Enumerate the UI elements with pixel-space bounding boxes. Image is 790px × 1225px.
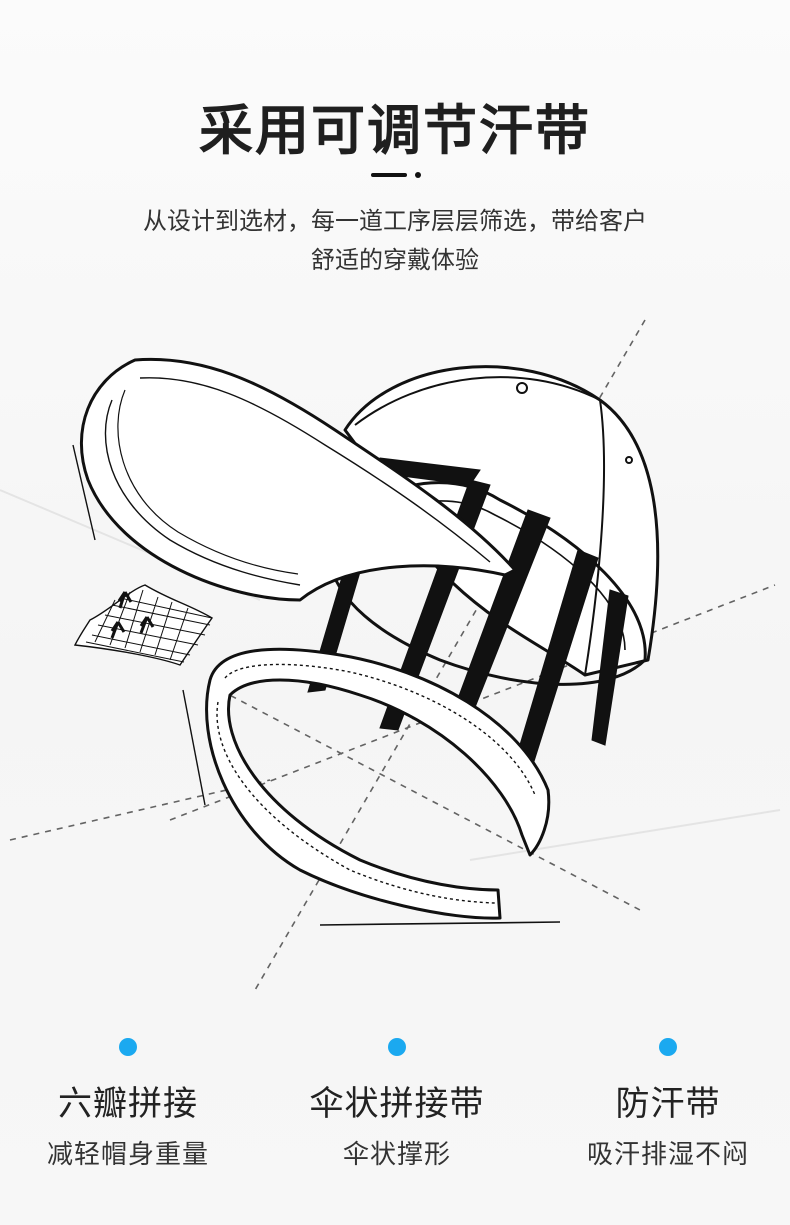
umbrella-straps: [307, 457, 629, 791]
brim-outline: [79, 357, 517, 602]
crown-seam: [354, 376, 601, 426]
crown-seam: [584, 399, 606, 676]
guide-line-vertical: [254, 319, 646, 991]
feature-umbrella-strap: 伞状拼接带 伞状撑形: [277, 1030, 517, 1200]
feature-title: 六瓣拼接: [58, 1084, 198, 1124]
feature-dot: [388, 1038, 406, 1056]
crown-eyelet: [625, 456, 633, 464]
mesh-arrow-icon: [139, 616, 155, 634]
page-title: 采用可调节汗带: [199, 99, 591, 162]
cap-drawing: [0, 319, 781, 991]
brim-stitch: [104, 399, 301, 586]
cap-brim: [79, 357, 517, 602]
strap: [591, 589, 629, 746]
features-row: 六瓣拼接 减轻帽身重量 伞状拼接带 伞状撑形 防汗带 吸汗排湿不闷: [0, 1030, 790, 1210]
sweatband-stitch: [224, 663, 536, 796]
divider-bar: [371, 173, 407, 177]
feature-dot: [659, 1038, 677, 1056]
cap-exploded-illustration: [0, 300, 790, 1020]
callout-line: [72, 444, 96, 541]
mesh-arrow-icon: [110, 621, 126, 639]
feature-title: 伞状拼接带: [309, 1084, 485, 1124]
feature-desc: 吸汗排湿不闷: [586, 1140, 749, 1170]
subtitle-line-2: 舒适的穿戴体验: [311, 246, 479, 274]
brim-stitch: [139, 377, 491, 563]
callout-line: [182, 689, 206, 806]
feature-desc: 减轻帽身重量: [46, 1140, 209, 1170]
mesh-arrow-icon: [117, 591, 133, 609]
mesh-sample: [73, 584, 214, 666]
feature-sweatband: 防汗带 吸汗排湿不闷: [548, 1030, 788, 1200]
brim-stitch: [117, 389, 299, 575]
feature-dot: [119, 1038, 137, 1056]
sweatband-stitch: [216, 701, 496, 904]
mesh-grid: [85, 589, 213, 663]
feature-six-panel: 六瓣拼接 减轻帽身重量: [8, 1030, 248, 1200]
ground-line: [319, 921, 561, 926]
sweatband: [205, 647, 551, 920]
feature-desc: 伞状撑形: [342, 1140, 451, 1170]
feature-title: 防汗带: [615, 1084, 721, 1124]
crown-eyelet: [516, 382, 528, 394]
guide-line-left: [9, 779, 271, 841]
subtitle-line-1: 从设计到选材，每一道工序层层筛选，带给客户: [143, 207, 647, 235]
title-divider: [371, 170, 423, 180]
sweatband-outer: [205, 647, 551, 920]
light-streak: [469, 809, 781, 861]
header-section: 采用可调节汗带 从设计到选材，每一道工序层层筛选，带给客户 舒适的穿戴体验: [0, 0, 790, 300]
divider-dot: [415, 172, 421, 178]
